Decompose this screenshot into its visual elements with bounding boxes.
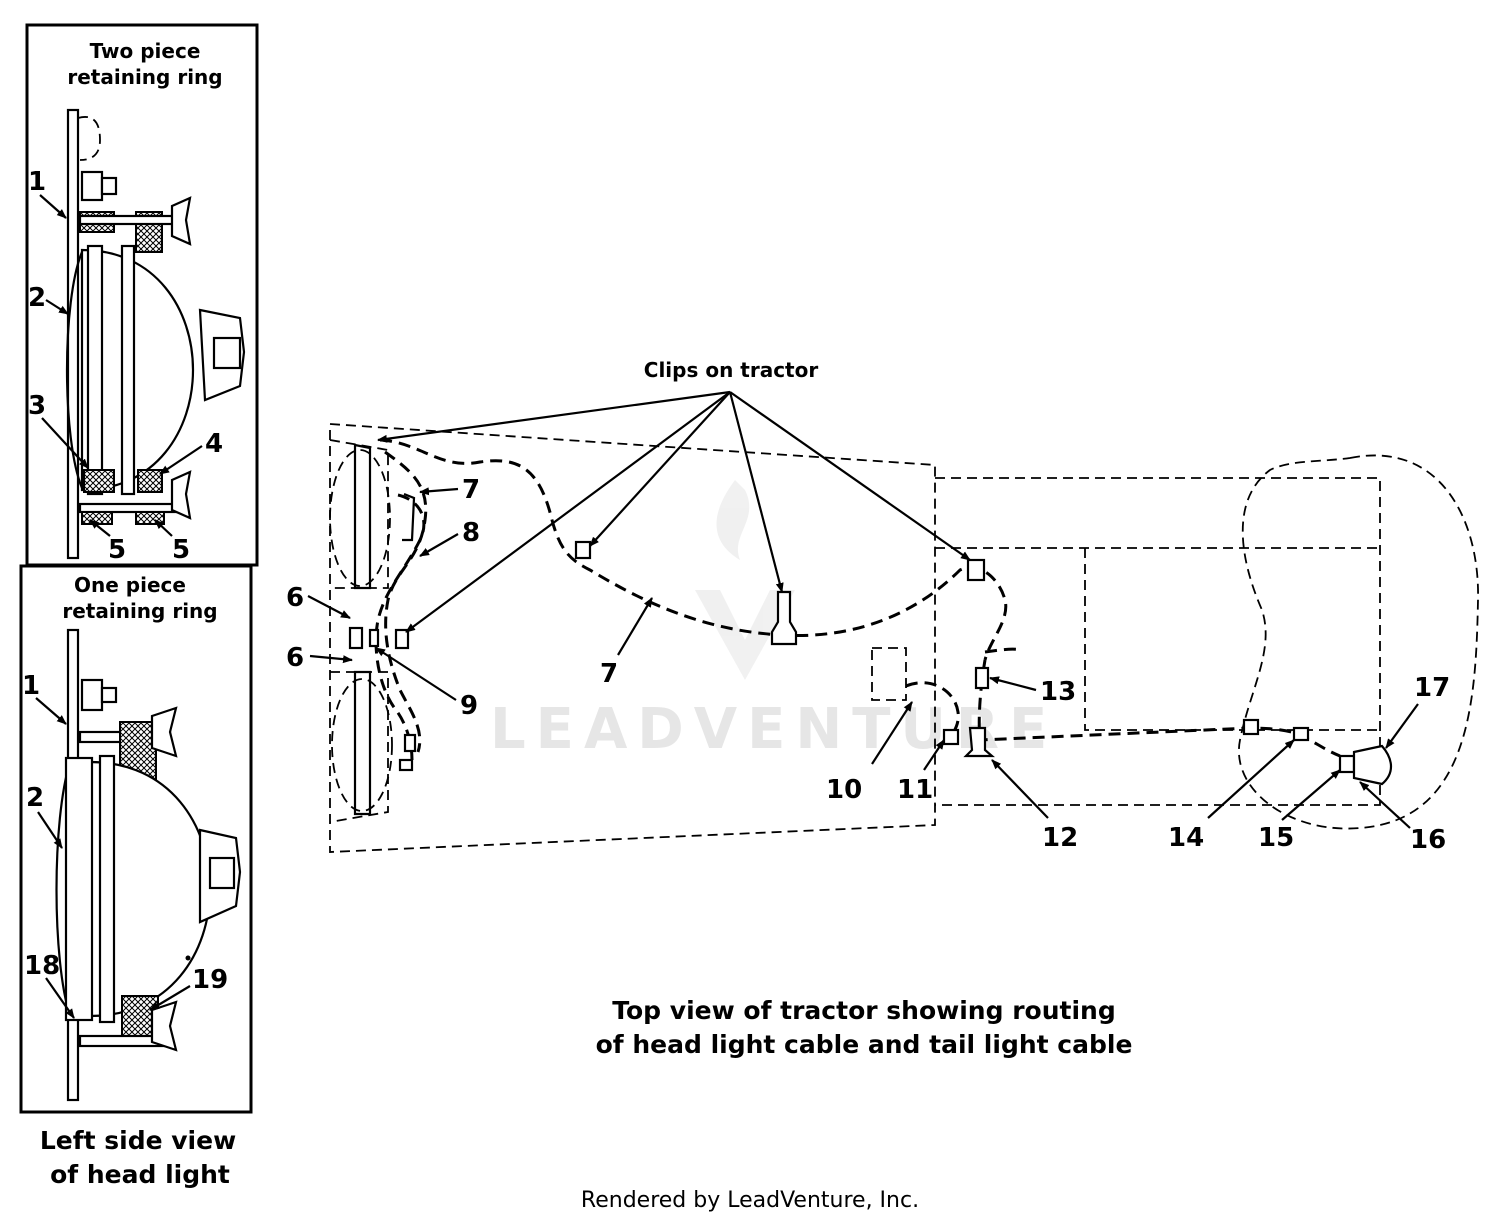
callout-1-top: 1 [28, 167, 46, 197]
inset-bottom-title-2: retaining ring [62, 599, 217, 623]
clip-front [394, 628, 410, 650]
inset-top-title-1: Two piece [90, 39, 201, 63]
junction-12 [963, 726, 995, 758]
headlight-socket-6 [348, 626, 364, 650]
callout-1-bottom: 1 [22, 671, 40, 701]
credit-text: Rendered by LeadVenture, Inc. [581, 1188, 919, 1213]
wing-nut-bottom-upper [150, 706, 178, 758]
bracket-phantom [77, 116, 101, 161]
wing-nut-bottom-lower [150, 1000, 178, 1052]
inset-top-title-2: retaining ring [67, 65, 222, 89]
inset-two-piece: Two piece retaining ring 1 2 3 [25, 23, 259, 567]
watermark-logo [695, 480, 795, 680]
inset-bottom-title-1: One piece [74, 573, 186, 597]
callout-7-upper: 7 [462, 475, 480, 505]
tail-light-17 [1352, 744, 1393, 786]
callout-11: 11 [897, 775, 933, 805]
callout-13: 13 [1040, 677, 1076, 707]
callout-10: 10 [826, 775, 862, 805]
callout-3: 3 [28, 391, 46, 421]
connector-14 [1292, 726, 1310, 742]
tractor-top-view: Clips on tractor 6 6 7 7 8 9 10 11 12 13… [286, 358, 1479, 855]
callout-6-upper: 6 [286, 583, 304, 613]
inset-caption-1: Left side view [40, 1126, 236, 1155]
callout-5-left: 5 [108, 535, 126, 565]
wing-nut-upper [170, 196, 192, 246]
battery-box [871, 647, 907, 701]
inset-one-piece: One piece retaining ring 1 2 18 19 [19, 564, 253, 1114]
bolt-bottom [80, 678, 104, 712]
head-light-cable [379, 438, 1008, 661]
clips-on-tractor-label: Clips on tractor [644, 358, 819, 382]
connector-13 [974, 666, 990, 690]
clip-rear [966, 558, 986, 582]
top-view-caption-1: Top view of tractor showing routing [612, 996, 1115, 1025]
callout-2-bottom: 2 [26, 783, 44, 813]
top-view-caption-2: of head light cable and tail light cable [596, 1030, 1133, 1059]
callout-6-lower: 6 [286, 643, 304, 673]
callout-15: 15 [1258, 823, 1294, 853]
wing-nut-lower [170, 470, 192, 520]
callout-9: 9 [460, 691, 478, 721]
callout-4: 4 [205, 429, 223, 459]
callout-18: 18 [24, 951, 60, 981]
tractor-rear-outline [935, 477, 1381, 806]
inset-bottom-frame [19, 564, 253, 1114]
callout-14: 14 [1168, 823, 1204, 853]
callout-5-right: 5 [172, 535, 190, 565]
mounting-plate-top [66, 108, 80, 560]
callout-7-lower: 7 [600, 659, 618, 689]
callout-8: 8 [462, 518, 480, 548]
callout-2-top: 2 [28, 283, 46, 313]
callout-16: 16 [1410, 825, 1446, 855]
inset-caption-2: of head light [50, 1160, 230, 1189]
socket-15 [1338, 754, 1356, 774]
bolt-top [80, 170, 104, 202]
callout-19: 19 [192, 965, 228, 995]
switch-11 [942, 728, 960, 746]
callout-17: 17 [1414, 673, 1450, 703]
tractor-hood-outline [329, 423, 936, 853]
rear-wheel-outline [1238, 454, 1479, 830]
callout-12: 12 [1042, 823, 1078, 853]
dash-switch [770, 590, 798, 646]
clip-center [574, 540, 592, 560]
